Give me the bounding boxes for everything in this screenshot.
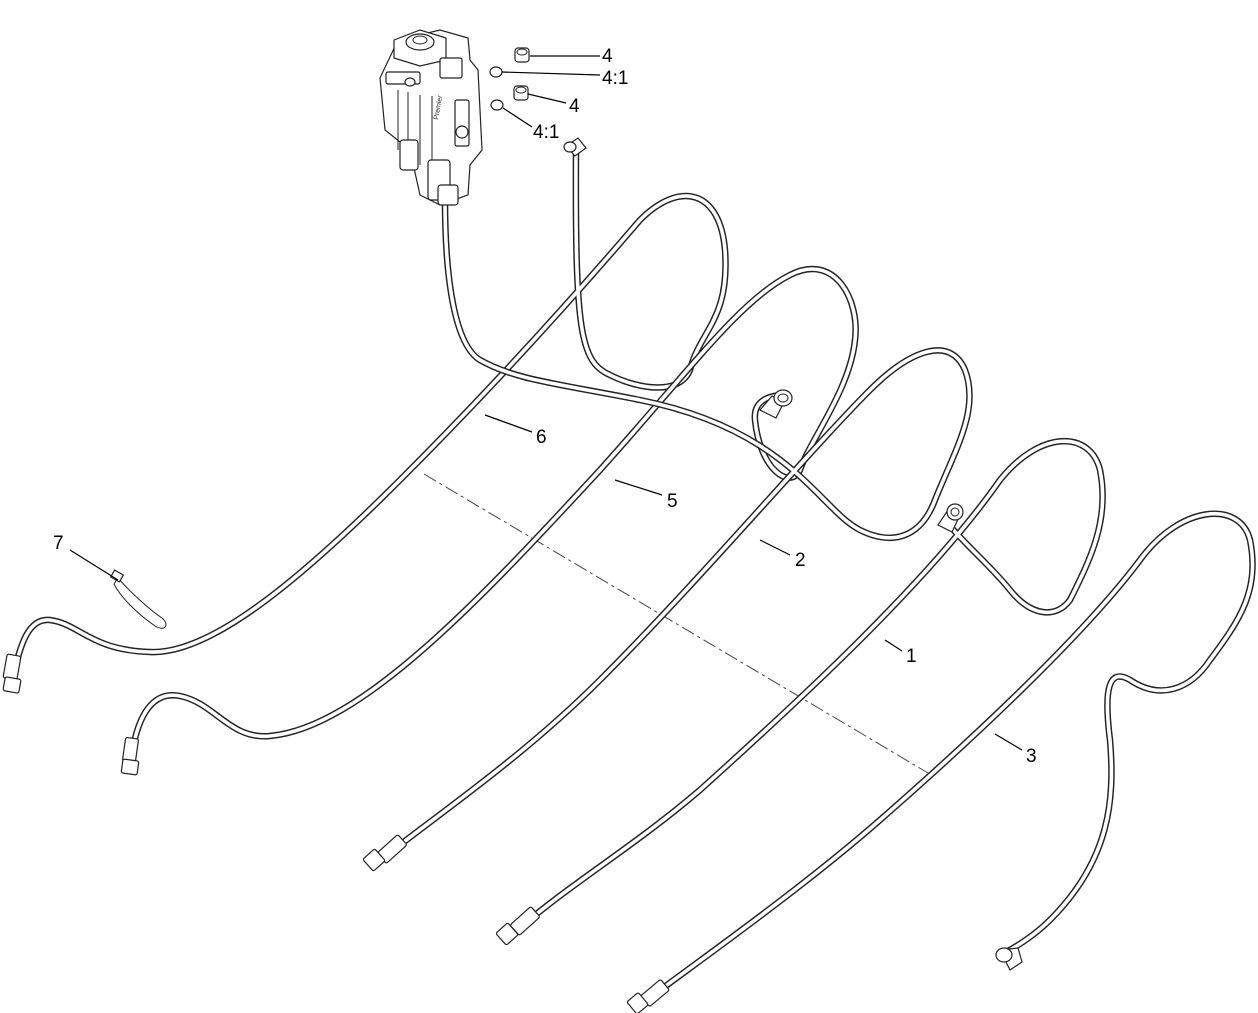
leader-6 — [484, 414, 533, 433]
hose-2 — [374, 196, 973, 866]
hose-5 — [126, 265, 859, 772]
hose-3-elbow-fitting — [995, 947, 1023, 971]
leader-3 — [994, 733, 1023, 751]
leader-7 — [69, 549, 119, 581]
callout-4-1-lower: 4:1 — [533, 122, 559, 143]
callout-7: 7 — [53, 533, 64, 554]
valve-label: Premier — [433, 94, 444, 120]
hose-6 — [8, 146, 729, 688]
callout-1: 1 — [906, 646, 917, 667]
hose-6-top-fitting — [563, 137, 587, 157]
hose-5-fitting — [120, 736, 140, 776]
callout-6: 6 — [536, 427, 547, 448]
hose-1 — [506, 437, 1106, 941]
hose-3 — [636, 510, 1256, 1009]
callout-5: 5 — [667, 491, 678, 512]
leader-1 — [884, 639, 903, 652]
leader-4b — [527, 93, 567, 104]
callout-4-1-upper: 4:1 — [602, 68, 628, 89]
centerline — [423, 473, 929, 774]
hose-2-elbow-fitting — [759, 389, 793, 419]
callout-4-upper: 4 — [602, 46, 613, 67]
hose-3-fitting-lower — [626, 979, 670, 1013]
o-ring-lower — [490, 99, 504, 111]
o-ring-upper — [489, 66, 503, 78]
callout-4-lower: 4 — [569, 96, 580, 117]
leader-2 — [759, 539, 791, 556]
hose-2-fitting — [362, 834, 407, 872]
callout-2: 2 — [795, 550, 806, 571]
callout-3: 3 — [1026, 746, 1037, 767]
hose-6-fitting — [2, 653, 22, 694]
hose-1-fitting — [495, 906, 540, 946]
leader-41b — [502, 107, 533, 128]
cable-tie — [109, 569, 167, 629]
plug-lower — [513, 85, 529, 101]
plug-upper — [514, 47, 530, 63]
control-valve: Premier — [379, 29, 483, 206]
leader-5 — [614, 479, 663, 496]
leader-41a — [501, 71, 601, 76]
hose-1-elbow-fitting — [937, 503, 964, 533]
